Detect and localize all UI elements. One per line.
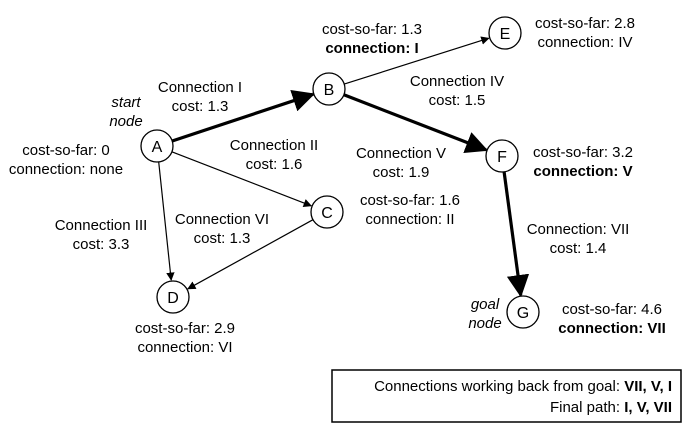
goal-tag-line2: node [468,315,501,332]
edge-vii-cost: cost: 1.4 [550,240,607,257]
node-d-circle [156,280,190,314]
node-f-circle [485,139,519,173]
summary-final-path-label: Final path: [550,399,624,416]
edge-iii-name: Connection III [55,217,148,234]
node-b-connection: connection: I [325,40,418,57]
edge-i-name: Connection I [158,79,242,96]
edge-iii-arrow [158,161,175,281]
node-e-label: E [500,26,511,43]
summary-line-2: Final path: I, V, VII [550,399,672,416]
node-b: B [312,72,346,106]
node-d-cost: cost-so-far: 2.9 [135,320,235,337]
node-a-label: A [152,139,163,156]
node-b-cost: cost-so-far: 1.3 [322,21,422,38]
node-d: D [156,280,190,314]
node-f: F [485,139,519,173]
edge-iii-cost: cost: 3.3 [73,236,130,253]
node-e-connection: connection: IV [537,34,632,51]
edge-vi-cost: cost: 1.3 [194,230,251,247]
edge-vi-name: Connection VI [175,211,269,228]
edge-ii-arrow [171,151,312,207]
node-b-label: B [324,82,335,99]
node-g-connection: connection: VII [558,320,666,337]
edges [158,36,530,298]
node-c-cost: cost-so-far: 1.6 [360,192,460,209]
summary-box [331,369,682,423]
node-g-label: G [517,305,529,322]
edge-v-name: Connection V [356,145,446,162]
summary-final-path-value: I, V, VII [624,399,672,416]
start-tag-line1: start [111,94,141,111]
edge-v-cost: cost: 1.9 [373,164,430,181]
summary-line-1: Connections working back from goal: VII,… [374,378,672,395]
node-a-cost: cost-so-far: 0 [22,142,110,159]
summary-backtrack-label: Connections working back from goal: [374,378,624,395]
edge-v-arrow [343,93,489,154]
edge-iv-cost: cost: 1.5 [429,92,486,109]
node-f-label: F [497,149,507,166]
start-tag-line2: node [109,113,142,130]
node-f-cost: cost-so-far: 3.2 [533,144,633,161]
edge-iv-arrow [344,36,490,85]
node-c-circle [310,195,344,229]
edge-ii-name: Connection II [230,137,318,154]
node-g: G [506,295,540,329]
node-a-circle [140,129,174,163]
node-a-connection: connection: none [9,161,123,178]
node-g-cost: cost-so-far: 4.6 [562,301,662,318]
edge-vii-arrow [502,171,530,298]
node-g-circle [506,295,540,329]
goal-tag-line1: goal [471,296,500,313]
node-b-circle [312,72,346,106]
node-c-connection: connection: II [365,211,454,228]
node-c-label: C [321,205,333,222]
edge-i-cost: cost: 1.3 [172,98,229,115]
node-a: A [140,129,174,163]
nodes: A B C D E F G [140,16,540,329]
node-e-cost: cost-so-far: 2.8 [535,15,635,32]
node-e: E [488,16,522,50]
edge-vii-name: Connection: VII [527,221,630,238]
node-f-connection: connection: V [533,163,632,180]
edge-ii-cost: cost: 1.6 [246,156,303,173]
node-d-label: D [167,290,179,307]
edge-i-arrow [171,90,316,143]
node-c: C [310,195,344,229]
summary-backtrack-value: VII, V, I [624,378,672,395]
edge-vi-arrow [187,219,314,290]
node-d-connection: connection: VI [137,339,232,356]
node-e-circle [488,16,522,50]
edge-iv-name: Connection IV [410,73,504,90]
